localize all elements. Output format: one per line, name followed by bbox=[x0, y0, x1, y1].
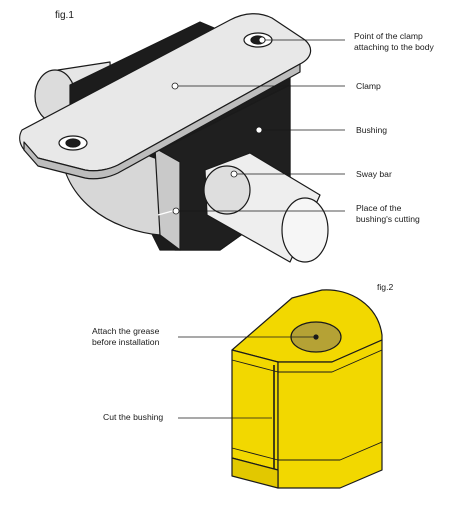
label-bushing: Bushing bbox=[356, 125, 388, 135]
fig2-title: fig.2 bbox=[377, 282, 394, 292]
label-grease-line1: Attach the grease bbox=[92, 326, 160, 336]
fig1-title: fig.1 bbox=[55, 10, 74, 21]
label-cut-bushing: Cut the bushing bbox=[103, 412, 164, 422]
bushing-left-side bbox=[231, 349, 279, 471]
label-grease: Attach the grease before installation bbox=[92, 326, 159, 348]
fig2-drawing bbox=[231, 289, 383, 489]
clamp-plate bbox=[19, 13, 312, 180]
sway-bar-front bbox=[203, 152, 329, 263]
label-clamp: Clamp bbox=[356, 81, 381, 91]
label-cut-place-line2: bushing's cutting bbox=[356, 214, 420, 224]
label-point-of-clamp: Point of the clamp attaching to the body bbox=[354, 31, 434, 53]
label-grease-line2: before installation bbox=[92, 337, 160, 347]
label-cut-place-line1: Place of the bbox=[356, 203, 402, 213]
label-point-of-clamp-line1: Point of the clamp bbox=[354, 31, 423, 41]
fig2-callouts bbox=[178, 334, 319, 419]
fig1-callouts bbox=[171, 36, 345, 215]
label-point-of-clamp-line2: attaching to the body bbox=[354, 42, 434, 52]
label-cut-place: Place of the bushing's cutting bbox=[356, 203, 420, 225]
fig1-drawing bbox=[19, 13, 329, 263]
bushing-front-face bbox=[277, 339, 383, 489]
mount-hole-bottom bbox=[58, 135, 88, 151]
label-sway-bar: Sway bar bbox=[356, 169, 392, 179]
